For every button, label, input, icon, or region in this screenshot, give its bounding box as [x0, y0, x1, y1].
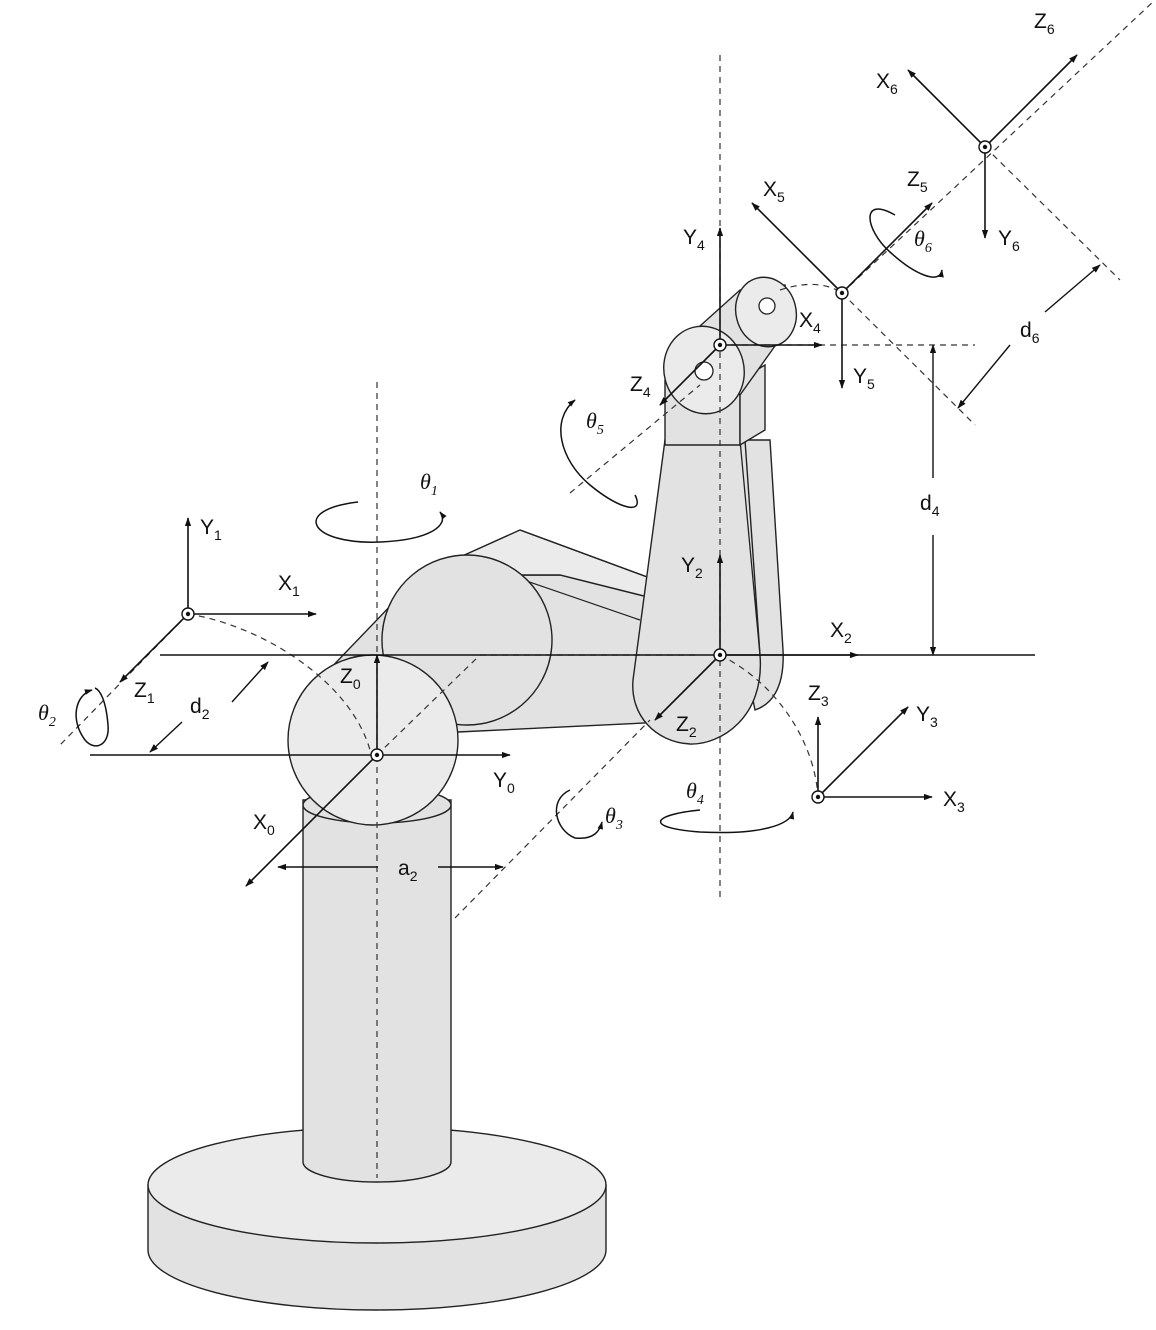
origin-frame-2: [713, 648, 727, 662]
label-z2: Z2: [676, 713, 697, 740]
label-a2: a2: [398, 857, 418, 884]
label-theta6: θ6: [914, 226, 932, 256]
label-z1: Z1: [134, 679, 155, 706]
label-d2: d2: [190, 695, 210, 722]
origin-frame-0: [370, 748, 384, 762]
origin-frame-5: [835, 286, 849, 300]
label-z6: Z6: [1034, 10, 1055, 37]
label-x5: X5: [763, 178, 785, 205]
frame-origins: [181, 140, 992, 804]
label-y2: Y2: [681, 554, 703, 581]
label-d4: d4: [920, 492, 940, 519]
joint-angle-labels: θ1 θ2 θ3 θ4 θ5 θ6: [38, 226, 932, 833]
label-theta2: θ2: [38, 700, 56, 730]
origin-frame-3: [811, 790, 825, 804]
origin-frame-1: [181, 607, 195, 621]
label-y3: Y3: [916, 703, 938, 730]
axis-labels: Z0 Y0 X0 Y1 X1 Z1 Y2 X2 Z2 Z3 Y3 X3 Y4 X…: [134, 10, 1055, 838]
origin-frame-4: [713, 338, 727, 352]
label-z4: Z4: [630, 373, 651, 400]
origin-frame-6: [978, 140, 992, 154]
label-y1: Y1: [200, 516, 222, 543]
label-theta4: θ4: [686, 778, 704, 808]
label-y0: Y0: [493, 769, 515, 796]
label-y5: Y5: [853, 365, 875, 392]
label-y6: Y6: [998, 227, 1020, 254]
robot-body: [147, 276, 798, 1311]
label-theta3: θ3: [605, 803, 623, 833]
dimension-lines: [149, 264, 1101, 871]
label-z5: Z5: [907, 168, 928, 195]
forearm-link: [632, 439, 784, 745]
label-x1: X1: [278, 572, 300, 599]
shoulder-drum: [287, 529, 666, 826]
frame-axes: [119, 54, 1078, 887]
label-x3: X3: [943, 788, 965, 815]
label-x4: X4: [799, 309, 821, 336]
label-d6: d6: [1020, 319, 1040, 346]
label-x2: X2: [830, 619, 852, 646]
wrist: [663, 276, 798, 447]
label-y4: Y4: [683, 226, 705, 253]
joint-rotation-arrows: [75, 208, 944, 839]
label-x6: X6: [876, 70, 898, 97]
label-theta1: θ1: [420, 469, 438, 499]
label-z3: Z3: [808, 682, 829, 709]
label-x0: X0: [253, 811, 275, 838]
dimension-labels: a2 d2 d4 d6: [190, 319, 1040, 884]
label-z0: Z0: [340, 665, 361, 692]
label-theta5: θ5: [586, 408, 604, 438]
